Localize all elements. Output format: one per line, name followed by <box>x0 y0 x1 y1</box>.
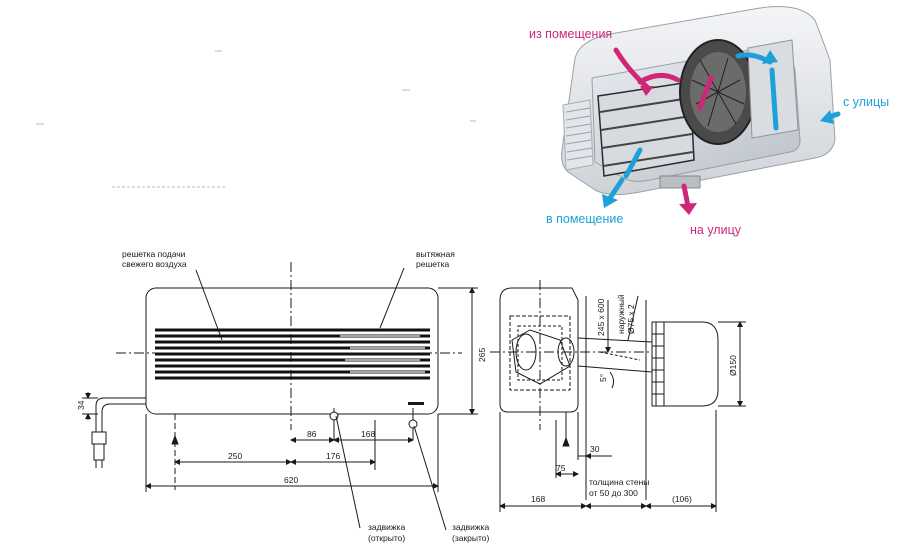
dim-86: 86 <box>307 429 317 439</box>
faint-marks <box>36 50 476 188</box>
front-grille <box>155 328 430 380</box>
callout-exhaust-grille-2: решетка <box>416 259 450 269</box>
to-outside-arrowhead <box>679 203 697 215</box>
callout-supply-grille-2: свежего воздуха <box>122 259 187 269</box>
callout-exhaust-grille-1: вытяжная <box>416 249 455 259</box>
dim-245x600: 245 x 600 <box>596 298 606 336</box>
label-from-room: из помещения <box>529 27 612 41</box>
callout-damper-open-2: (открыто) <box>368 533 405 543</box>
heat-exchanger <box>597 81 695 177</box>
front-body <box>145 287 439 415</box>
callout-duct-outer-2: Ø75 x 2 <box>626 304 636 334</box>
callout-supply-grille-1: решетка подачи <box>122 249 186 259</box>
callout-duct-outer-1: наружный <box>616 294 626 334</box>
front-view <box>82 262 478 531</box>
label-to-outside: на улицу <box>690 223 742 237</box>
callout-damper-closed-2: (закрыто) <box>452 533 490 543</box>
callout-wall-thickness-1: толщина стены <box>589 477 649 487</box>
dim-34: 34 <box>76 400 86 410</box>
dim-168-side: 168 <box>531 494 545 504</box>
dim-75: 75 <box>556 463 566 473</box>
dim-106: (106) <box>672 494 692 504</box>
dim-168-front: 168 <box>361 429 375 439</box>
callout-damper-open-1: задвижка <box>368 522 405 532</box>
side-grille <box>562 99 594 171</box>
dim-30: 30 <box>590 444 600 454</box>
dim-620: 620 <box>284 475 298 485</box>
label-from-outside: с улицы <box>843 95 889 109</box>
unit-illustration <box>561 6 841 215</box>
dim-176: 176 <box>326 451 340 461</box>
dim-265: 265 <box>477 348 487 362</box>
dim-150: Ø150 <box>728 355 738 376</box>
callout-damper-closed-1: задвижка <box>452 522 489 532</box>
dim-250: 250 <box>228 451 242 461</box>
dim-5deg: 5° <box>598 374 608 382</box>
label-to-room: в помещение <box>546 212 623 226</box>
callout-wall-thickness-2: от 50 до 300 <box>589 488 638 498</box>
side-view <box>490 280 746 512</box>
intake-arrows <box>613 47 715 209</box>
